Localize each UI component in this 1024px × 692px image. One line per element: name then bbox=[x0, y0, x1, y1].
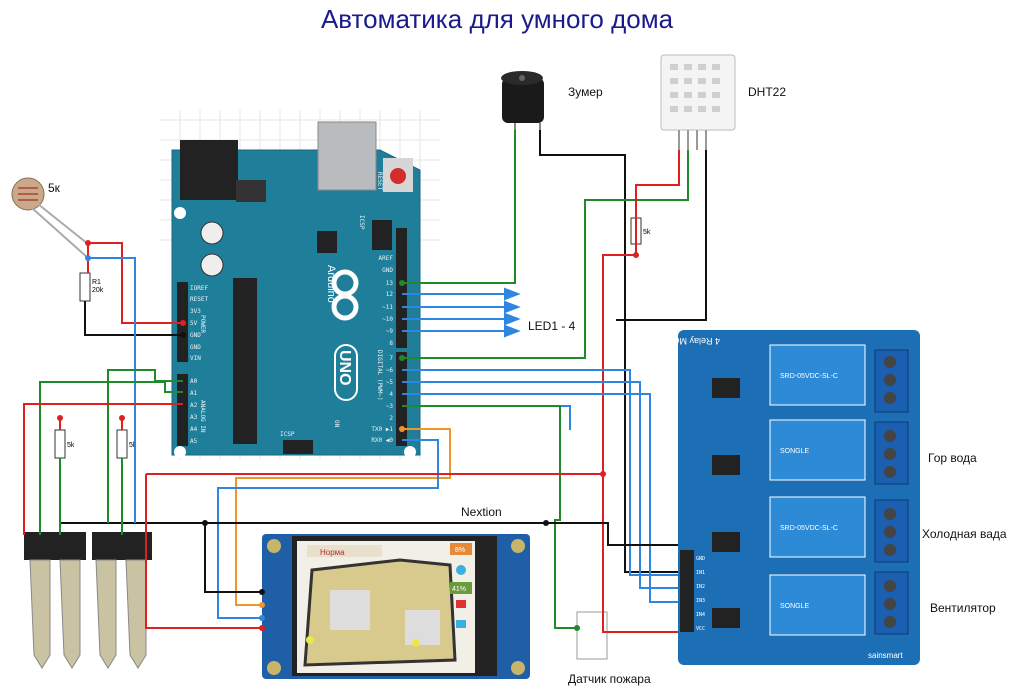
fire-sensor-label: Датчик пожара bbox=[568, 672, 651, 686]
arduino-model-text: UNO bbox=[336, 350, 353, 386]
arduino-icsp2-text: ICSP bbox=[358, 215, 365, 230]
buzzer-label: Зумер bbox=[568, 85, 603, 99]
labels-r1-text: R1 bbox=[92, 279, 101, 286]
arduino-digital-pins-top-4-text: ~11 bbox=[382, 304, 393, 311]
arduino-digital-pins-top-1-text: GND bbox=[382, 267, 393, 274]
relay-4: SONGLE bbox=[769, 574, 866, 636]
nextion-screen-humidity-text: 8% bbox=[455, 547, 465, 554]
arduino-power-pins-0-text: IOREF bbox=[190, 285, 208, 292]
arduino-analog-label-text: ANALOG IN bbox=[199, 400, 206, 433]
labels-r-soil1-text: 5k bbox=[67, 442, 75, 449]
relay-module: 4 Relay Module sainsmart SRD-05VDC-SL-C … bbox=[657, 330, 920, 665]
arduino-power-pins-1-text: RESET bbox=[190, 296, 208, 303]
labels-r-dht-text: 5k bbox=[643, 229, 651, 236]
labels-r1-value-text: 20k bbox=[92, 287, 104, 294]
relay-pins-3-text: IN3 bbox=[696, 598, 705, 604]
fan-label: Вентилятор bbox=[930, 601, 996, 615]
arduino-logo bbox=[331, 269, 359, 321]
regulator bbox=[236, 180, 266, 202]
nextion-screen-value2-text: 41% bbox=[452, 586, 466, 593]
labels-r-soil2-text: 5k bbox=[129, 442, 137, 449]
arduino-digital-pins-top-5-text: ~10 bbox=[382, 316, 393, 323]
arduino-digital-pins-bottom-4-text: ~3 bbox=[386, 403, 394, 410]
relay-relay-text-text: SRD-05VDC-SL-C bbox=[780, 525, 838, 532]
arduino-analog-pins-3-text: A3 bbox=[190, 414, 198, 421]
ldr-label: 5к bbox=[48, 181, 61, 195]
relay-3: SRD-05VDC-SL-C bbox=[769, 496, 866, 558]
arduino-reset-text: RESET bbox=[376, 172, 383, 190]
power-jack bbox=[180, 140, 238, 200]
usb-connector bbox=[317, 121, 377, 191]
relay-title-text: 4 Relay Module bbox=[657, 336, 720, 346]
arduino-power-pins-6-text: VIN bbox=[190, 355, 201, 362]
arduino-power-pins-3-text: 5V bbox=[190, 320, 198, 327]
arduino-digital-pins-bottom-3-text: 4 bbox=[389, 391, 393, 398]
arduino-on-text: ON bbox=[333, 420, 340, 428]
soil-sensor-1 bbox=[24, 532, 86, 669]
arduino-digital-pins-bottom-5-text: 2 bbox=[389, 415, 393, 422]
relay-brand-text: sainsmart bbox=[868, 651, 903, 660]
leds-label: LED1 - 4 bbox=[528, 319, 576, 333]
diagram-title: Автоматика для умного дома bbox=[321, 4, 674, 34]
arduino-brand-text: Arduino bbox=[325, 265, 337, 303]
arduino-digital-pins-bottom-1-text: ~6 bbox=[386, 367, 394, 374]
arduino-digital-pins-top-0-text: AREF bbox=[379, 255, 394, 262]
arduino-digital-pins-bottom-7-text: RX0 ◀0 bbox=[371, 437, 393, 444]
arduino-digital-pins-top-7-text: 8 bbox=[389, 340, 393, 347]
arduino-power-pins-2-text: 3V3 bbox=[190, 308, 201, 315]
relay-relay-text-text: SRD-05VDC-SL-C bbox=[780, 373, 838, 380]
nextion-display: Норма 8% 41% bbox=[262, 534, 530, 679]
relay-pins-2-text: IN2 bbox=[696, 584, 705, 590]
dht22-label: DHT22 bbox=[748, 85, 786, 99]
soil-sensor-2 bbox=[92, 532, 152, 669]
screen-status: Норма bbox=[320, 548, 345, 557]
relay-pins-0-text: GND bbox=[696, 556, 705, 562]
arduino-icsp-text: ICSP bbox=[280, 431, 295, 438]
relay-pins-4-text: IN4 bbox=[696, 612, 705, 618]
arduino-digital-pins-bottom-0-text: 7 bbox=[389, 355, 393, 362]
arduino-power-label-text: POWER bbox=[199, 315, 206, 333]
arduino-analog-pins-0-text: A0 bbox=[190, 378, 198, 385]
cold-water-label: Холодная вада bbox=[922, 527, 1007, 541]
arduino-power-pins-5-text: GND bbox=[190, 344, 201, 351]
arduino-analog-pins-4-text: A4 bbox=[190, 426, 198, 433]
arduino-digital-pins-top-6-text: ~9 bbox=[386, 328, 394, 335]
arduino-digital-pins-bottom-6-text: TX0 ▶1 bbox=[371, 426, 393, 433]
nextion-label: Nextion bbox=[461, 505, 502, 519]
hot-water-label: Гор вода bbox=[928, 451, 977, 465]
arduino-analog-pins-2-text: A2 bbox=[190, 402, 198, 409]
relay-pins-1-text: IN1 bbox=[696, 570, 705, 576]
photoresistor bbox=[11, 177, 89, 259]
arduino-digital-pins-top-3-text: 12 bbox=[386, 291, 394, 298]
arduino-power-pins-4-text: GND bbox=[190, 332, 201, 339]
wire-junctions bbox=[57, 240, 639, 631]
arduino-digital-pins-top-2-text: 13 bbox=[386, 280, 394, 287]
buzzer bbox=[501, 71, 544, 130]
arduino-digital-pins-bottom-2-text: ~5 bbox=[386, 379, 394, 386]
relay-pins-5-text: VCC bbox=[696, 626, 705, 632]
resistor-r1 bbox=[79, 272, 91, 302]
led-outputs bbox=[402, 287, 521, 338]
arduino-uno-board: RESET ICSP Arduino UNO ICSP ON POWER ANA… bbox=[171, 121, 421, 458]
arduino-analog-pins-1-text: A1 bbox=[190, 390, 198, 397]
atmega-chip bbox=[233, 278, 257, 444]
relay-1: SRD-05VDC-SL-C bbox=[769, 344, 866, 406]
resistor-soil-1 bbox=[54, 429, 66, 459]
arduino-analog-pins-5-text: A5 bbox=[190, 438, 198, 445]
relay-brand-relay-text: SONGLE bbox=[780, 603, 810, 610]
arduino-digital-label-text: DIGITAL (PWM~) bbox=[376, 350, 383, 401]
resistor-soil-2 bbox=[116, 429, 128, 459]
relay-2: SONGLE bbox=[769, 419, 866, 481]
dht22-sensor bbox=[660, 54, 736, 150]
relay-brand-relay-text: SONGLE bbox=[780, 448, 810, 455]
